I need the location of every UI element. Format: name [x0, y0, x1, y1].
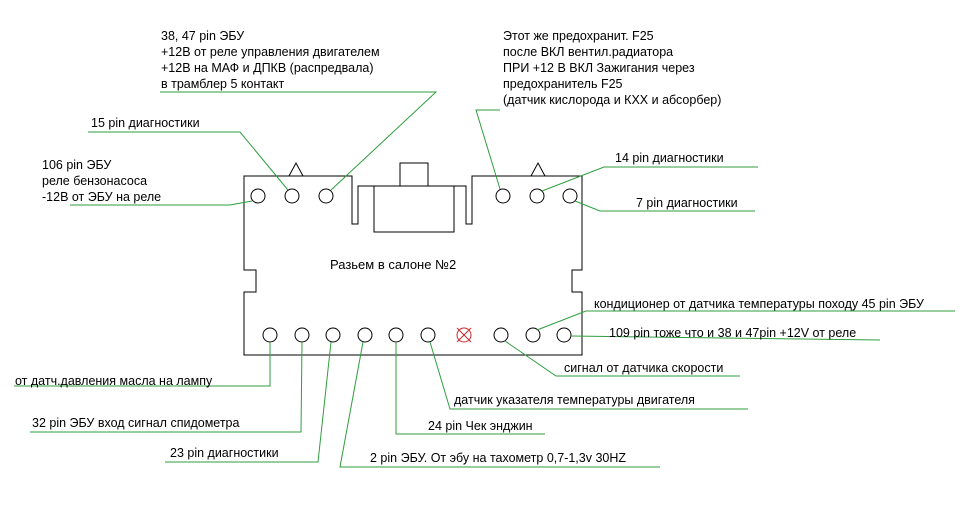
label-line: после ВКЛ вентил.радиатора — [503, 45, 674, 59]
label-diag-23: 23 pin диагностики — [170, 446, 279, 460]
label-pin-109: 109 pin тоже что и 38 и 47pin +12V от ре… — [609, 326, 857, 340]
leader-speed-signal — [504, 340, 740, 377]
leader-ecu-106 — [70, 200, 253, 206]
pin-bottom-3 — [325, 327, 341, 343]
label-ecu-106: 106 pin ЭБУ реле бензонасоса -12В от ЭБУ… — [42, 157, 161, 205]
connector-key-left — [288, 161, 304, 177]
label-speedometer-32: 32 pin ЭБУ вход сигнал спидометра — [32, 416, 240, 430]
pin-bottom-4 — [357, 327, 373, 343]
label-line: ПРИ +12 В ВКЛ Зажигания через — [503, 61, 695, 75]
leader-fuse-f25 — [475, 109, 501, 190]
leader-diag-7 — [574, 200, 755, 212]
label-speed-signal: сигнал от датчика скорости — [564, 361, 724, 375]
pin-top-5 — [529, 188, 545, 204]
pin-top-3 — [318, 188, 334, 204]
label-line: -12В от ЭБУ на реле — [42, 190, 162, 204]
label-diag-14: 14 pin диагностики — [615, 151, 724, 165]
connector-title: Разьем в салоне №2 — [330, 257, 457, 272]
label-line: в трамблер 5 контакт — [161, 77, 285, 91]
label-ecu-38-47: 38, 47 pin ЭБУ +12В от реле управления д… — [161, 28, 380, 92]
leader-tacho-2 — [339, 341, 660, 468]
label-line: реле бензонасоса — [42, 174, 148, 188]
label-line: (датчик кислорода и КХХ и абсорбер) — [503, 93, 722, 107]
pin-bottom-1 — [262, 327, 278, 343]
connector-key-right — [530, 161, 546, 177]
pin-bottom-7-unused — [456, 327, 472, 343]
pin-unused-cross — [456, 327, 472, 343]
leader-pin-109 — [570, 335, 881, 341]
leader-ecu-38-47 — [160, 91, 438, 191]
leader-diag-15 — [88, 131, 289, 191]
connector-outline — [243, 162, 583, 356]
pin-top-6 — [562, 188, 578, 204]
label-line: +12В от реле управления двигателем — [161, 45, 380, 59]
pin-bottom-8 — [493, 327, 509, 343]
leader-diag-14 — [541, 166, 758, 192]
label-fuse-f25: Этот же предохранит. F25 после ВКЛ венти… — [503, 28, 721, 108]
label-line: предохранитель F25 — [503, 77, 623, 91]
label-check-engine-24: 24 pin Чек энджин — [428, 419, 533, 433]
connector-latch-window — [373, 185, 455, 233]
label-ac-45: кондиционер от датчика температуры поход… — [594, 297, 924, 311]
label-line: 38, 47 pin ЭБУ — [161, 29, 245, 43]
pin-bottom-2 — [294, 327, 310, 343]
label-temp-gauge: датчик указателя температуры двигателя — [454, 393, 695, 407]
label-diag-7: 7 pin диагностики — [636, 196, 738, 210]
leader-temp-gauge — [429, 341, 748, 410]
label-line: +12В на МАФ и ДПКВ (распредвала) — [161, 61, 374, 75]
label-tacho-2: 2 pin ЭБУ. От эбу на тахометр 0,7-1,3v 3… — [370, 451, 627, 465]
label-line: Этот же предохранит. F25 — [503, 29, 654, 43]
pin-bottom-9 — [525, 327, 541, 343]
leader-ac-45 — [536, 310, 955, 331]
leader-diag-23 — [165, 341, 332, 463]
label-line: 106 pin ЭБУ — [42, 158, 112, 172]
label-diag-15: 15 pin диагностики — [91, 116, 200, 130]
pin-bottom-10 — [556, 327, 572, 343]
pin-top-2 — [284, 188, 300, 204]
label-oil-pressure: от датч.давления масла на лампу — [15, 374, 213, 388]
pin-top-1 — [250, 188, 266, 204]
leader-check-engine-24 — [395, 342, 545, 435]
pin-top-4 — [495, 188, 511, 204]
pin-bottom-5 — [388, 327, 404, 343]
leader-oil-pressure — [14, 342, 271, 387]
pin-bottom-6 — [420, 327, 436, 343]
leader-speedometer-32 — [30, 341, 303, 433]
